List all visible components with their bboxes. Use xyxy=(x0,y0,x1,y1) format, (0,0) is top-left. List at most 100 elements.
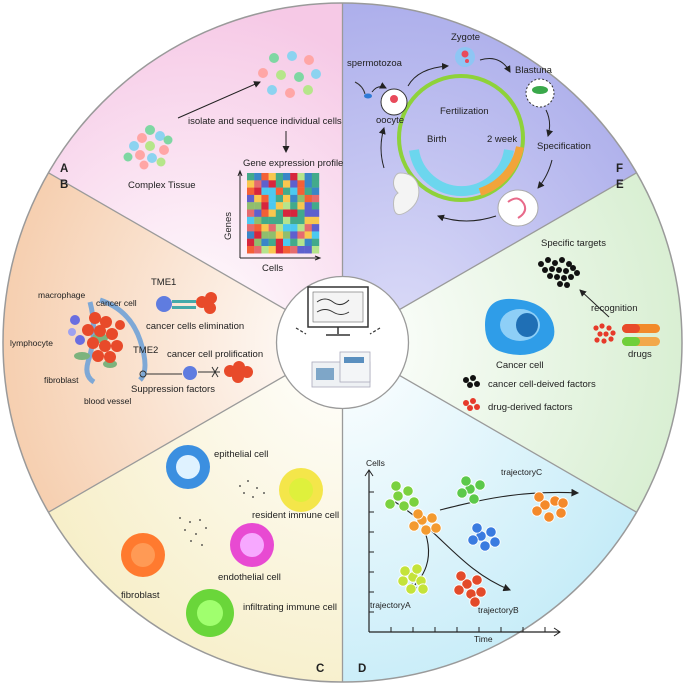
specification-label: Specification xyxy=(537,141,591,152)
cluster-cell xyxy=(402,485,414,497)
cluster-cell xyxy=(411,563,423,575)
cluster-cell xyxy=(408,520,420,532)
trajectoryC-label: trajectoryC xyxy=(501,467,542,477)
cluster-cell xyxy=(460,475,472,487)
isolate-label: isolate and sequence individual cells xyxy=(188,116,342,127)
blastula-icon xyxy=(525,78,555,108)
cluster-cell xyxy=(426,512,438,524)
panel-A-letter: A xyxy=(60,163,68,175)
blastuna-label: Blastuna xyxy=(515,65,553,76)
d-time-axis-label: Time xyxy=(474,634,493,644)
fibroblast-label-c: fibroblast xyxy=(121,590,160,601)
cluster-cell xyxy=(412,508,424,520)
macrophage-label: macrophage xyxy=(38,290,86,300)
infiltrating-immune-cell-icon xyxy=(186,589,234,637)
cluster-cell xyxy=(417,583,429,595)
fibroblast-cell-icon xyxy=(121,533,165,577)
embryo-icon xyxy=(497,189,539,227)
two-week-arc xyxy=(478,146,524,196)
zygote-icon xyxy=(455,47,475,67)
cluster-cell xyxy=(397,575,409,587)
isolated-cells xyxy=(258,51,321,98)
endothelial-cell-icon xyxy=(230,523,274,567)
genes-label: Genes xyxy=(223,212,234,240)
cluster-cell xyxy=(392,490,404,502)
recognition-label: recognition xyxy=(591,303,637,314)
signal-dots xyxy=(179,480,265,546)
sector-C xyxy=(48,342,343,682)
tumor-microenvironment-illustration xyxy=(68,297,148,385)
cells-label: Cells xyxy=(262,263,283,274)
drugs-label: drugs xyxy=(628,349,652,360)
legend-drug-label: drug-derived factors xyxy=(488,402,573,413)
panel-F: F Fertilization Birth 2 week Zygote sper… xyxy=(347,32,623,227)
panel-D: Cells Time trajectoryA trajectoryB traje… xyxy=(358,458,580,675)
endothelial-label: endothelial cell xyxy=(218,572,281,583)
specific-targets-label: Specific targets xyxy=(541,238,606,249)
heatmap-icon xyxy=(247,173,320,254)
cluster-cell xyxy=(531,505,543,517)
cluster-cell xyxy=(539,499,551,511)
cluster-cell xyxy=(408,496,420,508)
cluster-cell xyxy=(456,487,468,499)
computer-icon xyxy=(307,286,369,336)
cluster-cell xyxy=(461,578,473,590)
trajectory-clusters xyxy=(384,475,569,608)
panel-A: A Complex Tissue isolate and sequence in… xyxy=(60,51,343,274)
cluster-cell xyxy=(399,565,411,577)
trajectoryA-label: trajectoryA xyxy=(370,600,411,610)
lymphocyte-label: lymphocyte xyxy=(10,338,53,348)
cluster-cell xyxy=(557,497,569,509)
panel-F-letter: F xyxy=(616,163,623,175)
cluster-cell xyxy=(455,570,467,582)
oocyte-label: oocyte xyxy=(376,115,404,126)
complex-tissue-cluster xyxy=(123,125,173,170)
cluster-cell xyxy=(390,480,402,492)
zygote-label: Zygote xyxy=(451,32,480,43)
panel-D-letter: D xyxy=(358,663,366,675)
cluster-cell xyxy=(384,498,396,510)
epithelial-cell-icon xyxy=(166,445,210,489)
d-cells-axis-label: Cells xyxy=(366,458,385,468)
cluster-cell xyxy=(543,511,555,523)
panel-B: B macrophage cancer cell lymphocyte fibr… xyxy=(10,179,263,406)
cluster-cell xyxy=(479,540,491,552)
sequencer-icon xyxy=(311,351,371,388)
sector-F xyxy=(342,3,637,343)
tme1-caption: cancer cells elimination xyxy=(146,321,244,332)
cluster-cell xyxy=(467,534,479,546)
legend-drug-dots xyxy=(463,398,480,411)
infiltrating-label: infiltrating immune cell xyxy=(243,602,337,613)
cluster-cell xyxy=(475,586,487,598)
sperm-icon xyxy=(354,81,372,99)
cluster-cell xyxy=(555,507,567,519)
oocyte-icon xyxy=(380,88,408,116)
resident-immune-cell-icon xyxy=(279,468,323,512)
sector-D xyxy=(342,342,637,682)
suppression-label: Suppression factors xyxy=(131,384,215,395)
cluster-cell xyxy=(405,583,417,595)
cluster-cell xyxy=(420,524,432,536)
drugs-icon xyxy=(593,323,660,346)
blood-vessel-label: blood vessel xyxy=(84,396,131,406)
cancer-cell-label: cancer cell xyxy=(96,298,137,308)
panel-E: E Specific targets recognition Cancer ce… xyxy=(463,179,660,413)
cluster-cell xyxy=(468,493,480,505)
resident-label: resident immune cell xyxy=(252,510,339,521)
cluster-cell xyxy=(533,491,545,503)
cluster-cell xyxy=(471,574,483,586)
cluster-cell xyxy=(430,522,442,534)
cluster-cell xyxy=(398,500,410,512)
tme2-label: TME2 xyxy=(133,345,158,356)
spermatozoa-label: spermotozoa xyxy=(347,58,403,69)
cluster-cell xyxy=(474,479,486,491)
cluster-cell xyxy=(453,584,465,596)
sector-B xyxy=(3,172,343,513)
target-dots xyxy=(538,257,580,288)
tme1-label: TME1 xyxy=(151,277,176,288)
development-cycle-ring xyxy=(397,74,525,202)
cycle-arrows xyxy=(371,58,554,222)
cluster-cell xyxy=(469,596,481,608)
tme2-caption: cancer cell prolification xyxy=(167,349,263,360)
